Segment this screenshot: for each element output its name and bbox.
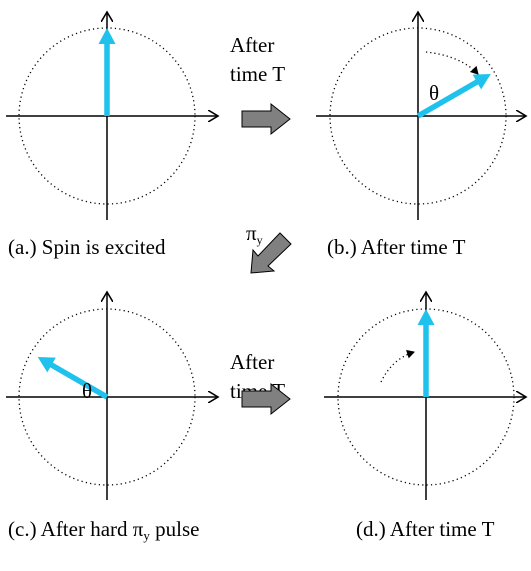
panel-d: (d.) After time T (324, 292, 526, 541)
panel-b-spin-shaft (416, 78, 480, 119)
transition-top-block-arrow (241, 102, 291, 136)
panel-c-caption: (c.) After hard πy pulse (8, 517, 199, 543)
panel-a-spin-head (98, 28, 116, 44)
transition-bottom-block-arrow (241, 382, 291, 416)
panel-c: θ (c.) After hard πy pulse (6, 292, 218, 543)
panel-b: θ (b.) After time T (316, 12, 526, 259)
transition-middle-symbol: π (246, 221, 257, 245)
panel-c-spin-head (37, 357, 56, 373)
panel-b-rotation-arc (425, 51, 479, 75)
panel-a-spin-vector (98, 28, 116, 116)
transition-middle-sub: y (257, 233, 263, 247)
panel-c-caption-sub: y (143, 528, 150, 543)
transition-bottom-line1: After (230, 350, 274, 374)
panel-c-caption-suffix: pulse (150, 517, 200, 541)
transition-middle-label: πy (246, 221, 263, 247)
panel-a-caption: (a.) Spin is excited (8, 235, 166, 259)
panel-b-spin-vector (416, 74, 491, 119)
panel-c-spin-shaft (48, 361, 109, 400)
panel-d-caption: (d.) After time T (356, 517, 495, 541)
panel-c-caption-main: (c.) After hard π (8, 517, 144, 541)
panel-b-spin-head (472, 74, 491, 90)
transition-bottom: After time T (230, 350, 291, 416)
transition-top: After time T (230, 33, 291, 136)
panel-b-caption: (b.) After time T (327, 235, 466, 259)
panel-d-spin-head (417, 309, 435, 325)
transition-middle: πy (246, 221, 292, 274)
panel-d-rotation-arc (380, 349, 415, 383)
panel-c-spin-vector (37, 357, 109, 400)
panel-c-theta-label: θ (82, 379, 92, 403)
panel-b-theta-label: θ (429, 81, 439, 105)
panel-d-spin-vector (417, 309, 435, 397)
transition-top-line1: After (230, 33, 274, 57)
transition-middle-block-arrow (250, 232, 292, 274)
transition-top-line2: time T (230, 62, 285, 86)
panel-a: (a.) Spin is excited (6, 12, 218, 259)
